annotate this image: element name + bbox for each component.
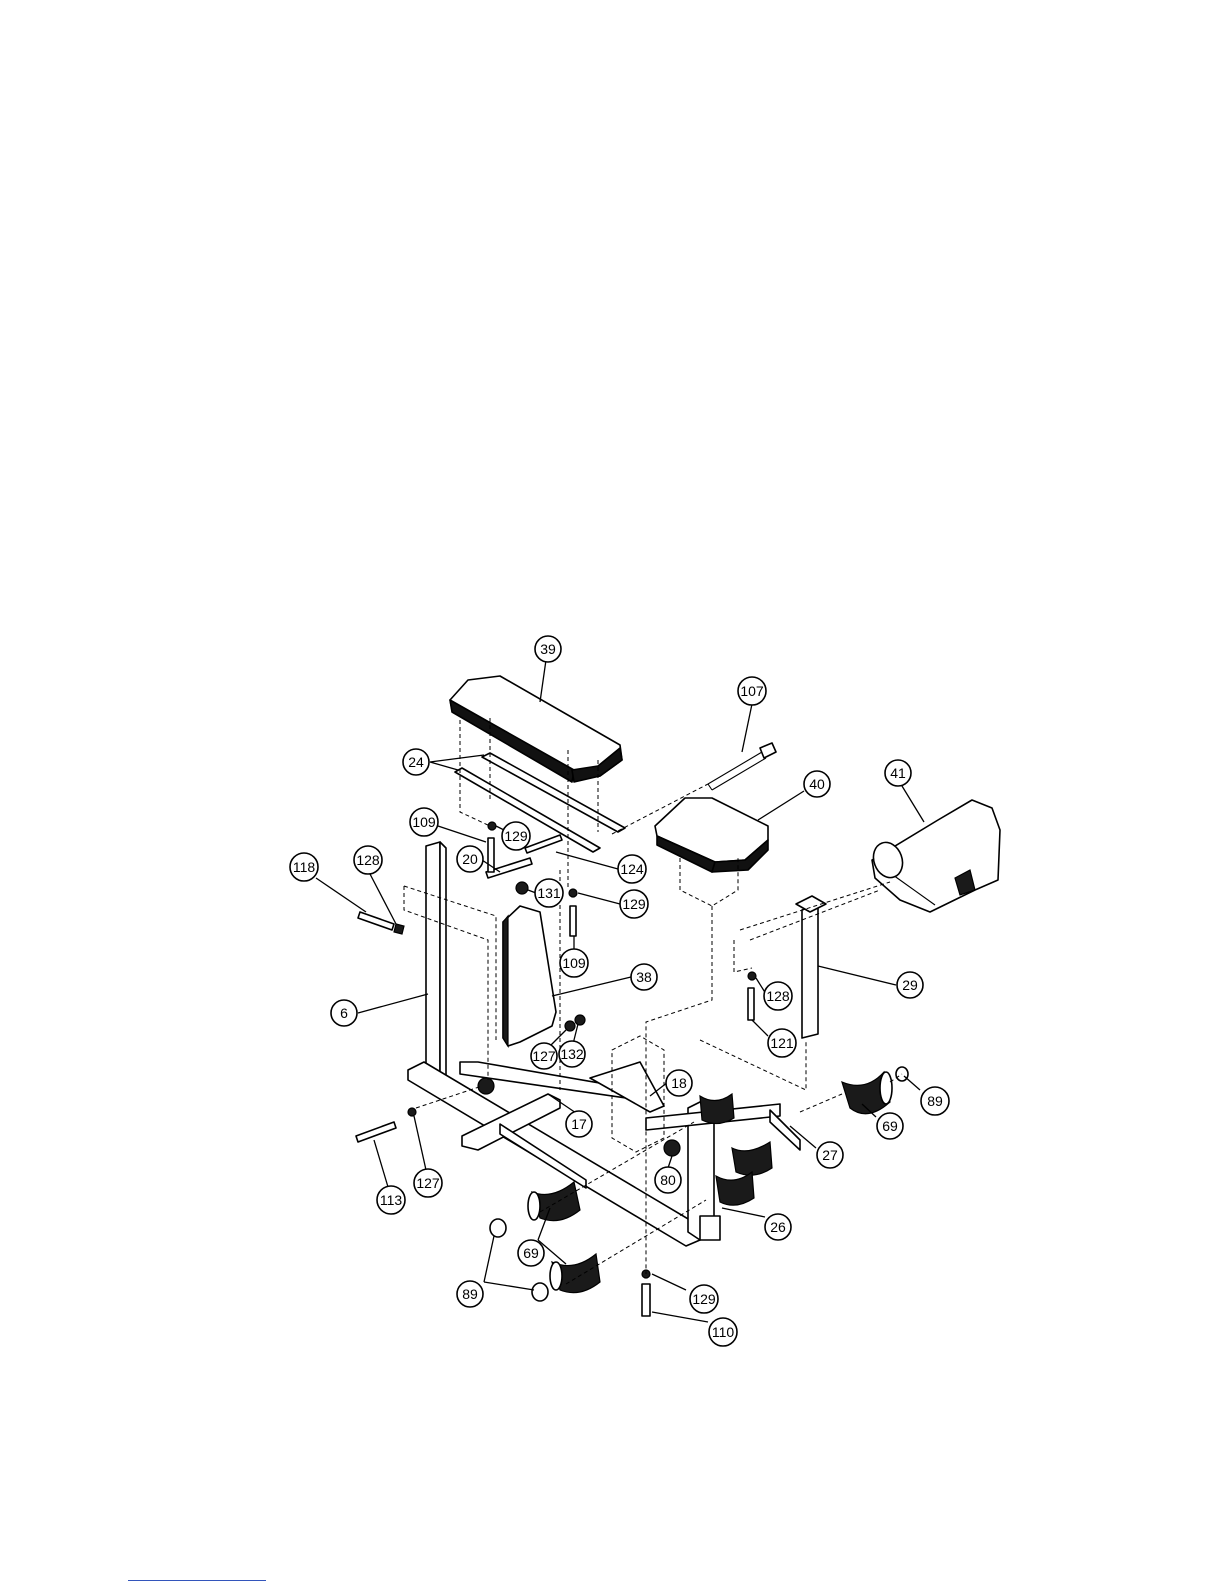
svg-text:129: 129 bbox=[692, 1291, 716, 1307]
callout-107: 107 bbox=[738, 677, 766, 705]
callout-29: 29 bbox=[897, 972, 923, 998]
callout-80: 80 bbox=[655, 1167, 681, 1193]
svg-text:6: 6 bbox=[340, 1005, 348, 1021]
svg-text:89: 89 bbox=[462, 1286, 478, 1302]
bolt-121 bbox=[748, 988, 754, 1020]
svg-text:109: 109 bbox=[562, 955, 586, 971]
callout-27: 27 bbox=[817, 1142, 843, 1168]
callout-118: 118 bbox=[290, 853, 318, 881]
callout-69-right: 69 bbox=[877, 1113, 903, 1139]
svg-text:38: 38 bbox=[636, 969, 652, 985]
knob-80 bbox=[664, 1140, 680, 1156]
callout-129-c: 129 bbox=[690, 1285, 718, 1313]
roller-69-left-upper bbox=[528, 1182, 580, 1221]
callout-128-right: 128 bbox=[764, 982, 792, 1010]
svg-text:132: 132 bbox=[560, 1046, 584, 1062]
callout-127-upper: 127 bbox=[531, 1043, 557, 1069]
nut-131 bbox=[516, 882, 528, 894]
callout-129-a: 129 bbox=[502, 822, 530, 850]
svg-text:27: 27 bbox=[822, 1147, 838, 1163]
washer-127-lower bbox=[408, 1108, 416, 1116]
cap-89-lower bbox=[532, 1283, 548, 1301]
svg-text:69: 69 bbox=[523, 1245, 539, 1261]
svg-text:107: 107 bbox=[740, 683, 764, 699]
callout-110: 110 bbox=[709, 1318, 737, 1346]
svg-text:129: 129 bbox=[622, 896, 646, 912]
callout-38: 38 bbox=[631, 964, 657, 990]
callout-41: 41 bbox=[885, 760, 911, 786]
svg-text:18: 18 bbox=[671, 1075, 687, 1091]
callout-121: 121 bbox=[768, 1029, 796, 1057]
callout-109-lower: 109 bbox=[560, 949, 588, 977]
svg-text:69: 69 bbox=[882, 1118, 898, 1134]
svg-text:20: 20 bbox=[462, 851, 478, 867]
svg-text:26: 26 bbox=[770, 1219, 786, 1235]
svg-text:41: 41 bbox=[890, 765, 906, 781]
svg-text:127: 127 bbox=[416, 1175, 440, 1191]
callout-20: 20 bbox=[457, 846, 483, 872]
svg-text:39: 39 bbox=[540, 641, 556, 657]
callouts: 39 107 24 40 41 109 129 118 128 20 124 1… bbox=[290, 636, 949, 1346]
svg-text:29: 29 bbox=[902, 977, 918, 993]
washer-129-b bbox=[569, 889, 577, 897]
svg-text:118: 118 bbox=[293, 859, 316, 875]
roller-69-right bbox=[842, 1072, 892, 1114]
svg-text:121: 121 bbox=[770, 1035, 794, 1051]
svg-text:129: 129 bbox=[504, 828, 528, 844]
callout-89-right: 89 bbox=[921, 1087, 949, 1115]
bolt-110 bbox=[642, 1284, 650, 1316]
callout-132: 132 bbox=[559, 1041, 585, 1067]
callout-124: 124 bbox=[618, 855, 646, 883]
cap-89-upper bbox=[490, 1219, 506, 1237]
callout-39: 39 bbox=[535, 636, 561, 662]
small-seat-40 bbox=[655, 798, 768, 872]
callout-128-left: 128 bbox=[354, 846, 382, 874]
svg-text:128: 128 bbox=[766, 988, 790, 1004]
svg-text:80: 80 bbox=[660, 1172, 676, 1188]
callout-18: 18 bbox=[666, 1070, 692, 1096]
svg-text:131: 131 bbox=[537, 885, 561, 901]
svg-text:110: 110 bbox=[712, 1324, 735, 1340]
washer-127-upper bbox=[565, 1021, 575, 1031]
svg-text:127: 127 bbox=[532, 1048, 556, 1064]
callout-26: 26 bbox=[765, 1214, 791, 1240]
knob-frame bbox=[478, 1078, 494, 1094]
svg-text:124: 124 bbox=[620, 861, 644, 877]
bolt-109-lower bbox=[570, 906, 576, 936]
washer-128 bbox=[748, 972, 756, 980]
nut-132 bbox=[575, 1015, 585, 1025]
callout-69-left: 69 bbox=[518, 1240, 544, 1266]
callout-89-left: 89 bbox=[457, 1281, 483, 1307]
upright-6 bbox=[426, 842, 446, 1078]
seat-pad-39 bbox=[450, 676, 622, 782]
callout-109-upper: 109 bbox=[410, 808, 438, 836]
svg-text:17: 17 bbox=[571, 1116, 587, 1132]
nut-128-left bbox=[394, 924, 404, 934]
callout-40: 40 bbox=[804, 771, 830, 797]
washer-129-a bbox=[488, 822, 496, 830]
svg-text:40: 40 bbox=[809, 776, 825, 792]
callout-6: 6 bbox=[331, 1000, 357, 1026]
footer-divider bbox=[128, 1580, 266, 1581]
bolt-113 bbox=[356, 1122, 396, 1142]
roller-pad-41 bbox=[869, 800, 1000, 912]
callout-17: 17 bbox=[566, 1111, 592, 1137]
svg-text:109: 109 bbox=[412, 814, 436, 830]
bolt-118 bbox=[358, 912, 394, 930]
svg-text:113: 113 bbox=[380, 1192, 403, 1208]
callout-131: 131 bbox=[535, 879, 563, 907]
callout-24: 24 bbox=[403, 749, 429, 775]
callout-129-b: 129 bbox=[620, 890, 648, 918]
back-pad-38 bbox=[503, 906, 556, 1046]
callout-127-lower: 127 bbox=[414, 1169, 442, 1197]
svg-text:128: 128 bbox=[356, 852, 380, 868]
svg-text:24: 24 bbox=[408, 754, 424, 770]
roller-69-left-lower bbox=[550, 1254, 600, 1293]
svg-text:89: 89 bbox=[927, 1093, 943, 1109]
callout-113: 113 bbox=[377, 1186, 405, 1214]
